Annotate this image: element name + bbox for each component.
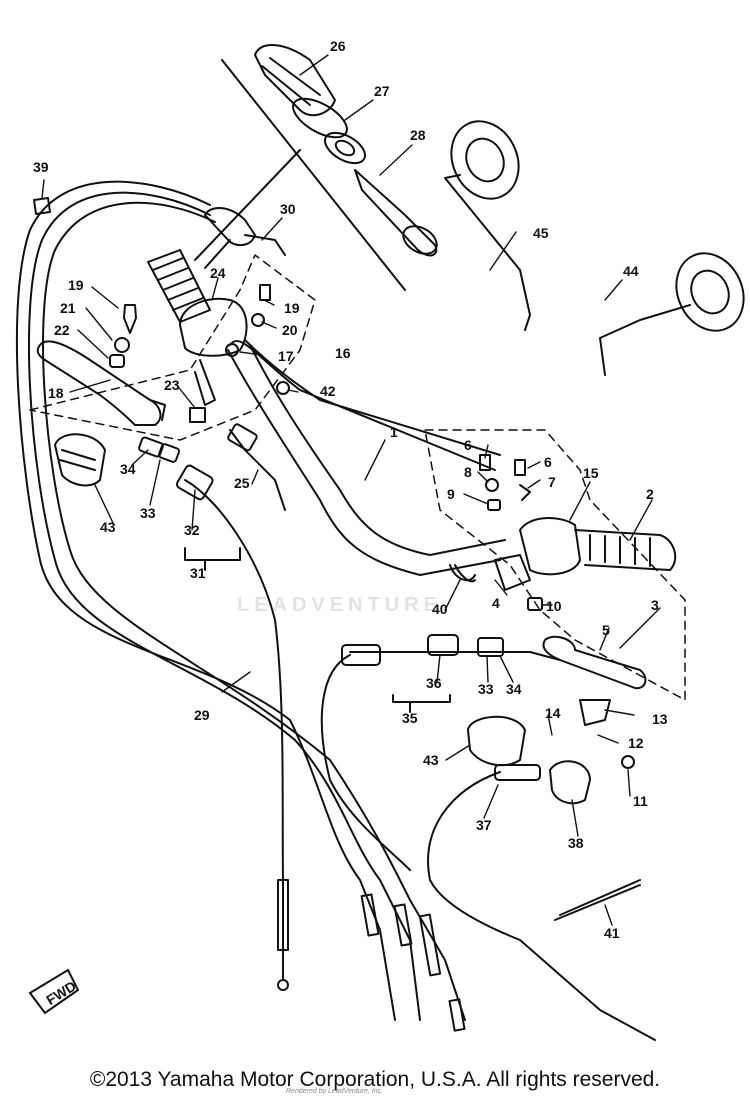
bolt-6b — [514, 459, 526, 476]
callout-39: 39 — [33, 159, 49, 175]
callout-22: 22 — [54, 322, 70, 338]
bracket-35 — [392, 694, 451, 703]
callout-14: 14 — [545, 705, 561, 721]
callout-26: 26 — [330, 38, 346, 54]
clip-39 — [33, 197, 51, 215]
bolt-left — [123, 304, 137, 334]
callout-23: 23 — [164, 377, 180, 393]
clamp-42 — [276, 381, 290, 395]
callout-17: 17 — [278, 348, 294, 364]
cable-tie-41 — [554, 879, 641, 921]
leader-line — [221, 59, 406, 291]
mirror-left-45 — [444, 120, 531, 331]
callout-leaders — [41, 54, 661, 926]
clamp-40 — [449, 564, 476, 582]
callout-27: 27 — [374, 83, 390, 99]
callout-1: 1 — [390, 424, 398, 440]
nut-23 — [189, 407, 206, 423]
callout-5: 5 — [602, 622, 610, 638]
brake-lever — [542, 635, 647, 769]
callout-6-left: 6 — [464, 437, 472, 453]
callout-29: 29 — [194, 707, 210, 723]
adjuster-34 — [157, 443, 181, 463]
watermark: LEADVENTURE — [237, 594, 443, 616]
switch-25 — [227, 423, 258, 452]
bolt-19-right — [259, 284, 271, 301]
washer-left — [114, 337, 130, 353]
callout-41: 41 — [604, 925, 620, 941]
callout-33-right: 33 — [478, 681, 494, 697]
handlebar — [227, 339, 506, 576]
fwd-arrow-icon: FWD — [28, 968, 80, 1015]
group-outlines — [29, 254, 686, 701]
callout-18: 18 — [48, 385, 64, 401]
callout-19-right: 19 — [284, 300, 300, 316]
callout-12: 12 — [628, 735, 644, 751]
mirror-right-44 — [599, 252, 745, 376]
callout-11: 11 — [633, 793, 648, 809]
boot-43-left-ribs — [59, 449, 96, 471]
callout-4: 4 — [492, 595, 500, 611]
callout-40: 40 — [432, 601, 448, 617]
leader-line — [204, 239, 231, 269]
adjuster-33 — [138, 436, 164, 458]
washer-20 — [251, 313, 265, 327]
callout-32: 32 — [184, 522, 200, 538]
washer-8 — [485, 478, 499, 492]
left-grip — [147, 249, 211, 323]
callout-44: 44 — [623, 263, 639, 279]
callout-7: 7 — [548, 474, 556, 490]
cable-37 — [427, 760, 656, 1041]
brake-cable — [320, 634, 561, 871]
callout-34-right: 34 — [506, 681, 522, 697]
collar-9 — [487, 499, 501, 511]
bracket-31 — [184, 547, 241, 561]
callout-3: 3 — [651, 597, 659, 613]
callout-21: 21 — [60, 300, 76, 316]
leader-line — [194, 149, 301, 261]
copyright-notice: ©2013 Yamaha Motor Corporation, U.S.A. A… — [89, 1068, 661, 1091]
collar-left — [109, 354, 125, 368]
callout-31: 31 — [190, 565, 206, 581]
callout-15: 15 — [583, 465, 599, 481]
nut-10 — [527, 597, 543, 611]
callout-2: 2 — [646, 486, 654, 502]
callout-30: 30 — [280, 201, 296, 217]
callout-45: 45 — [533, 225, 549, 241]
callout-33-left: 33 — [140, 505, 156, 521]
callout-35: 35 — [402, 710, 418, 726]
callout-37: 37 — [476, 817, 492, 833]
boot-43-right — [467, 715, 526, 767]
callout-42: 42 — [320, 383, 336, 399]
callout-16: 16 — [335, 345, 351, 361]
clip-7 — [519, 484, 531, 501]
callout-20: 20 — [282, 322, 298, 338]
callout-10: 10 — [546, 598, 562, 614]
clutch-cable — [175, 464, 289, 991]
callout-25: 25 — [234, 475, 250, 491]
clutch-lever — [36, 340, 166, 426]
callout-38: 38 — [568, 835, 584, 851]
callout-13: 13 — [652, 711, 668, 727]
callout-43-left: 43 — [100, 519, 116, 535]
throttle-grip-top — [204, 43, 438, 257]
callout-9: 9 — [447, 486, 455, 502]
left-switch-housing — [179, 297, 248, 406]
callout-8: 8 — [464, 464, 472, 480]
callout-6-right: 6 — [544, 454, 552, 470]
bolt-6a — [479, 454, 491, 471]
callout-24: 24 — [210, 265, 226, 281]
throttle-cables — [15, 180, 466, 1032]
boot-43-left — [54, 433, 106, 487]
rendered-by-note: Rendered by LeadVenture, Inc. — [286, 1088, 384, 1095]
switch-25-wire — [229, 429, 286, 511]
cable-guide-30 — [244, 234, 286, 256]
callout-34-left: 34 — [120, 461, 136, 477]
callout-43-right: 43 — [423, 752, 439, 768]
callout-28: 28 — [410, 127, 426, 143]
callout-19-left: 19 — [68, 277, 84, 293]
right-throttle-housing — [454, 517, 677, 591]
callout-36: 36 — [426, 675, 442, 691]
